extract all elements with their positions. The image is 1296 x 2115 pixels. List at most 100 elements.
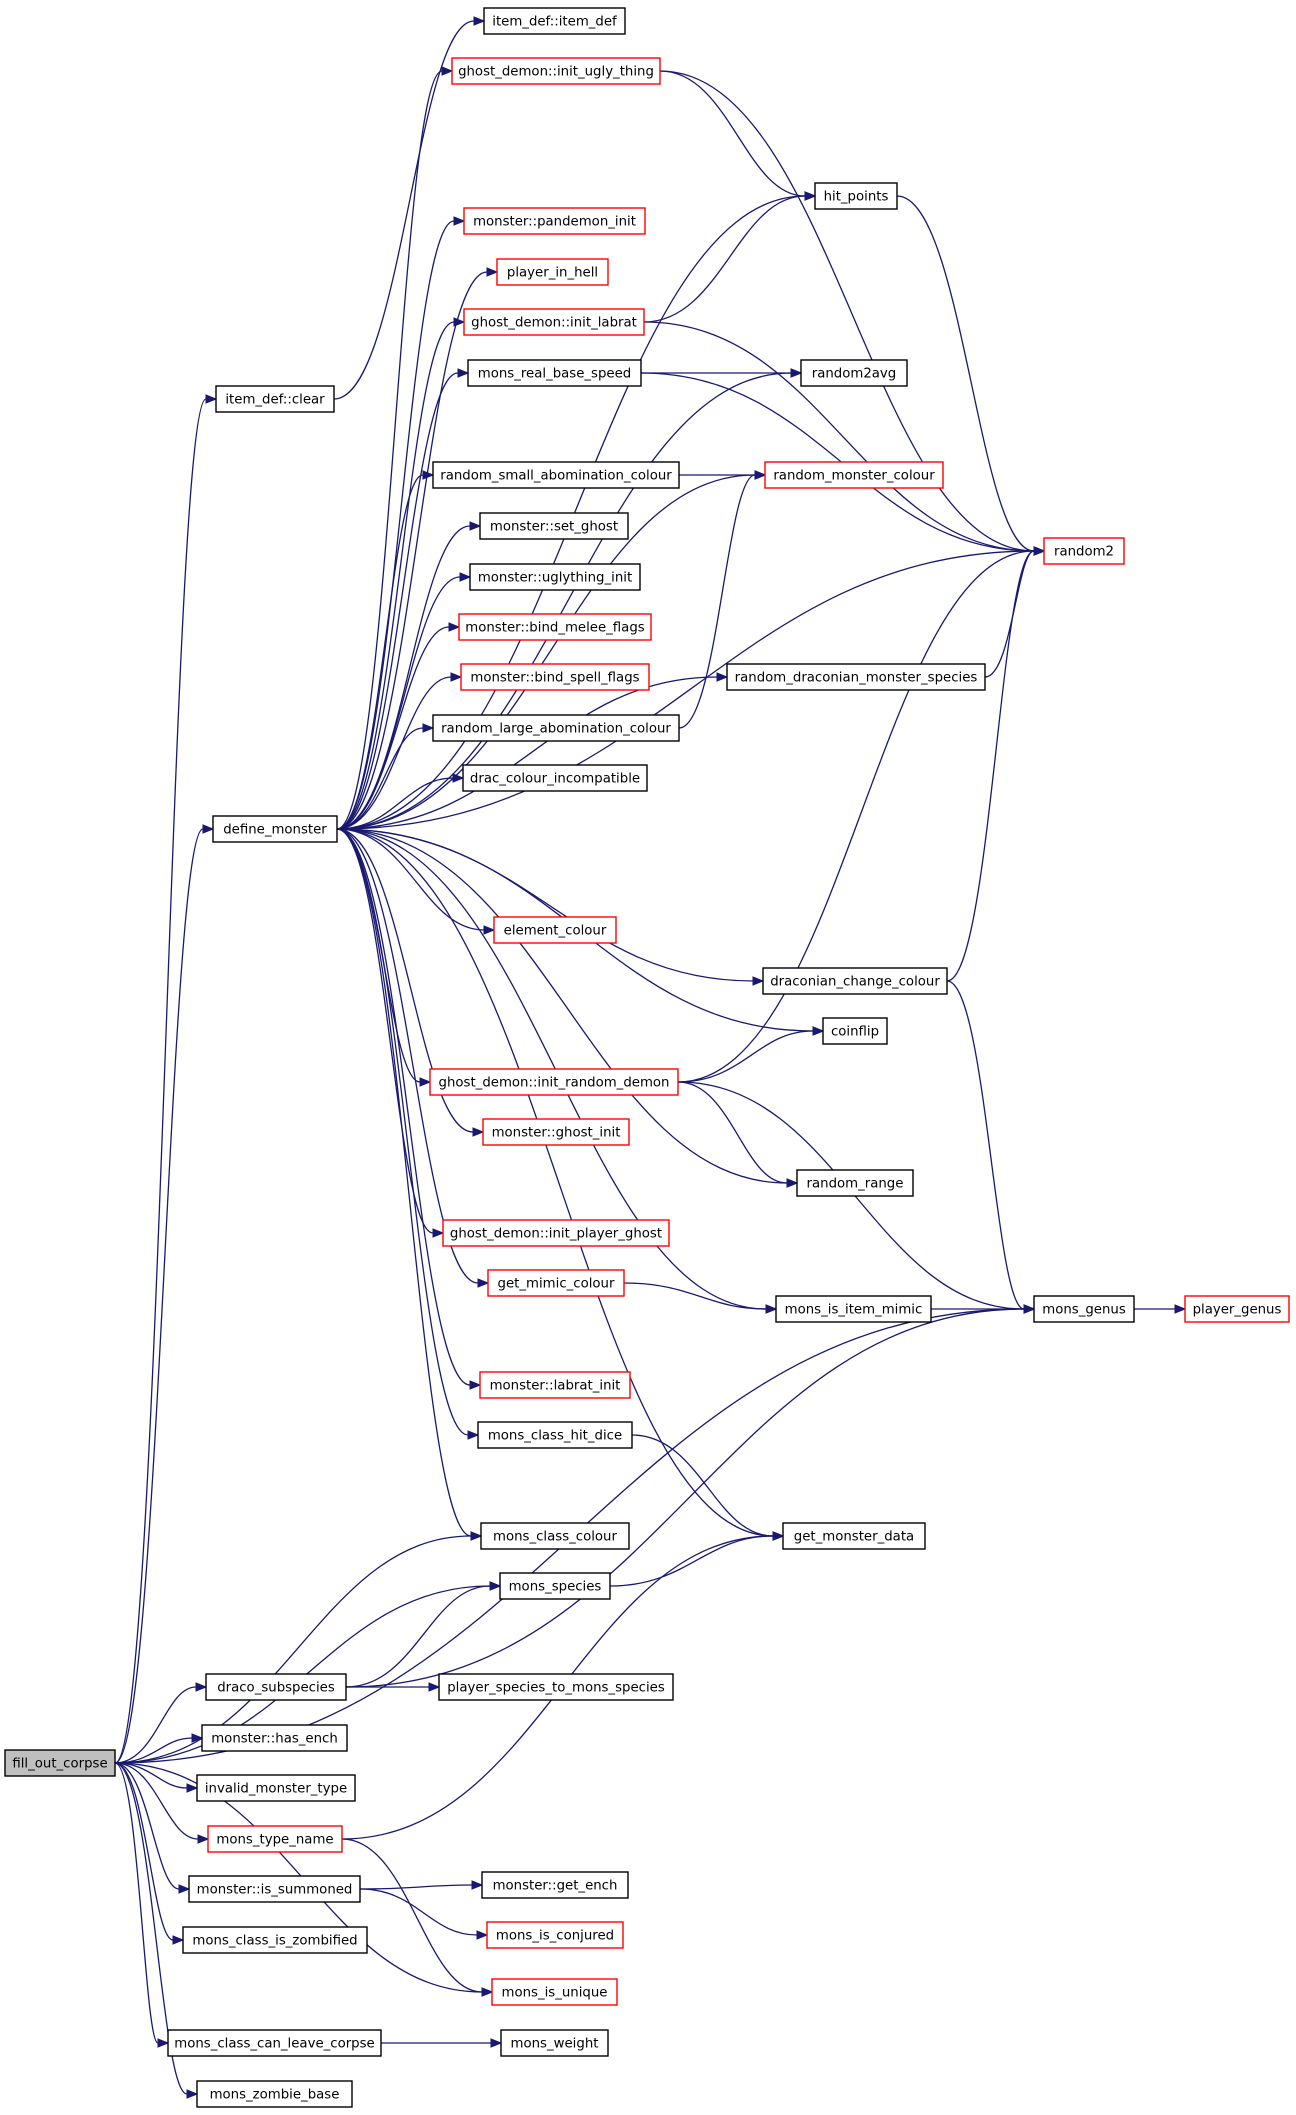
node-mons-genus[interactable]: mons_genus — [1033, 1295, 1135, 1323]
edge-define-monster-to-get-mimic-colour — [336, 828, 490, 1288]
edge-mons-class-hit-dice-to-get-monster-data — [631, 1434, 785, 1541]
node-label: ghost_demon::init_random_demon — [439, 1076, 670, 1091]
node-mons-zombie-base[interactable]: mons_zombie_base — [196, 2080, 353, 2108]
edge-line — [336, 626, 450, 830]
edge-line — [659, 70, 806, 197]
node-box — [477, 1421, 633, 1449]
node-draconian-change-colour[interactable]: draconian_change_colour — [762, 967, 948, 995]
node-mons-class-colour[interactable]: mons_class_colour — [480, 1522, 630, 1550]
node-mons-weight[interactable]: mons_weight — [500, 2029, 609, 2057]
node-label: monster::set_ghost — [490, 520, 618, 535]
node-mons-is-conjured[interactable]: mons_is_conjured — [486, 1921, 624, 1949]
edge-arrowhead — [790, 368, 803, 378]
node-define-monster[interactable]: define_monster — [212, 815, 338, 843]
node-player-in-hell[interactable]: player_in_hell — [496, 258, 609, 286]
edge-random-large-abomination-colour-to-random-monster-colour — [678, 470, 767, 729]
node-box — [496, 258, 609, 286]
edge-line — [114, 1535, 472, 1764]
node-monster-bind-spell-flags[interactable]: monster::bind_spell_flags — [460, 663, 650, 691]
node-element-colour[interactable]: element_colour — [493, 916, 617, 944]
edge-define-monster-to-mons-class-colour — [336, 828, 483, 1541]
node-box — [463, 207, 646, 235]
edge-line — [336, 474, 756, 830]
node-mons-class-can-leave-corpse[interactable]: mons_class_can_leave_corpse — [167, 2029, 382, 2057]
edge-line — [345, 1585, 491, 1688]
node-drac-colour-incompatible[interactable]: drac_colour_incompatible — [462, 764, 648, 792]
node-get-mimic-colour[interactable]: get_mimic_colour — [487, 1269, 625, 1297]
node-random-draconian-monster-species[interactable]: random_draconian_monster_species — [726, 663, 986, 691]
edge-arrowhead — [448, 622, 461, 632]
node-coinflip[interactable]: coinflip — [822, 1017, 888, 1045]
edge-define-monster-to-element-colour — [336, 828, 496, 935]
edge-monster-is-summoned-to-mons-is-conjured — [359, 1888, 489, 1940]
node-monster-uglything-init[interactable]: monster::uglything_init — [469, 563, 641, 591]
edge-fill-out-corpse-to-monster-has-ench — [114, 1733, 204, 1764]
node-player-species-to-mons-species[interactable]: player_species_to_mons_species — [438, 1673, 674, 1701]
node-box — [483, 7, 626, 35]
node-mons-species[interactable]: mons_species — [499, 1572, 611, 1600]
node-ghost-demon-init-ugly-thing[interactable]: ghost_demon::init_ugly_thing — [451, 57, 661, 85]
node-box — [438, 1673, 674, 1701]
node-invalid-monster-type[interactable]: invalid_monster_type — [196, 1774, 356, 1802]
node-monster-has-ench[interactable]: monster::has_ench — [201, 1724, 348, 1752]
edge-draconian-change-colour-to-random2 — [946, 546, 1046, 982]
edge-ghost-demon-init-random-demon-to-mons-genus — [677, 1081, 1036, 1314]
node-box — [182, 1926, 368, 1954]
node-random2[interactable]: random2 — [1043, 537, 1125, 565]
node-monster-bind-melee-flags[interactable]: monster::bind_melee_flags — [458, 613, 652, 641]
node-label: item_def::item_def — [492, 15, 617, 30]
edge-arrowhead — [172, 1935, 185, 1945]
node-random2avg[interactable]: random2avg — [800, 359, 908, 387]
node-item-def-clear[interactable]: item_def::clear — [215, 385, 335, 413]
node-player-genus[interactable]: player_genus — [1184, 1295, 1290, 1323]
edge-line — [659, 70, 1035, 552]
edge-line — [609, 1535, 774, 1587]
node-box — [188, 1875, 361, 1903]
edge-arrowhead — [772, 1531, 785, 1541]
node-random-large-abomination-colour[interactable]: random_large_abomination_colour — [432, 714, 680, 742]
edge-monster-is-summoned-to-monster-get-ench — [359, 1880, 484, 1890]
node-box — [499, 1572, 611, 1600]
node-ghost-demon-init-labrat[interactable]: ghost_demon::init_labrat — [463, 308, 645, 336]
node-random-monster-colour[interactable]: random_monster_colour — [764, 461, 944, 489]
node-monster-get-ench[interactable]: monster::get_ench — [481, 1871, 629, 1899]
edge-hit-points-to-random2 — [896, 195, 1046, 556]
node-label: mons_class_hit_dice — [488, 1429, 622, 1444]
edge-line — [114, 1762, 199, 1840]
edge-mons-real-base-speed-to-random2avg — [641, 368, 803, 378]
node-monster-set-ghost[interactable]: monster::set_ghost — [479, 512, 629, 540]
node-random-range[interactable]: random_range — [796, 1169, 914, 1197]
node-get-monster-data[interactable]: get_monster_data — [782, 1522, 926, 1550]
edge-ghost-demon-init-random-demon-to-coinflip — [677, 1026, 825, 1083]
node-monster-is-summoned[interactable]: monster::is_summoned — [188, 1875, 361, 1903]
node-mons-class-hit-dice[interactable]: mons_class_hit_dice — [477, 1421, 633, 1449]
node-hit-points[interactable]: hit_points — [814, 182, 898, 210]
edge-arrowhead — [752, 976, 765, 986]
node-mons-is-item-mimic[interactable]: mons_is_item_mimic — [775, 1295, 932, 1323]
node-ghost-demon-init-random-demon[interactable]: ghost_demon::init_random_demon — [429, 1068, 679, 1096]
edge-line — [336, 828, 474, 1133]
node-box — [814, 182, 898, 210]
node-box — [491, 1978, 618, 2006]
node-mons-is-unique[interactable]: mons_is_unique — [491, 1978, 618, 2006]
node-monster-pandemon-init[interactable]: monster::pandemon_init — [463, 207, 646, 235]
node-label: item_def::clear — [225, 393, 325, 408]
node-mons-class-is-zombified[interactable]: mons_class_is_zombified — [182, 1926, 368, 1954]
node-box — [1043, 537, 1125, 565]
node-mons-real-base-speed[interactable]: mons_real_base_speed — [467, 359, 642, 387]
edge-arrowhead — [441, 66, 454, 76]
edge-arrowhead — [422, 470, 435, 480]
node-box — [458, 613, 652, 641]
node-ghost-demon-init-player-ghost[interactable]: ghost_demon::init_player_ghost — [442, 1219, 670, 1247]
edge-arrowhead — [716, 672, 729, 682]
node-mons-type-name[interactable]: mons_type_name — [207, 1825, 343, 1853]
node-box — [432, 714, 680, 742]
node-random-small-abomination-colour[interactable]: random_small_abomination_colour — [432, 461, 680, 489]
edge-line — [336, 828, 479, 1284]
node-item-def-item-def[interactable]: item_def::item_def — [483, 7, 626, 35]
node-fill-out-corpse[interactable]: fill_out_corpse — [4, 1749, 116, 1777]
node-draco-subspecies[interactable]: draco_subspecies — [205, 1673, 347, 1701]
node-monster-labrat-init[interactable]: monster::labrat_init — [479, 1371, 631, 1399]
node-box — [1033, 1295, 1135, 1323]
node-monster-ghost-init[interactable]: monster::ghost_init — [482, 1118, 630, 1146]
